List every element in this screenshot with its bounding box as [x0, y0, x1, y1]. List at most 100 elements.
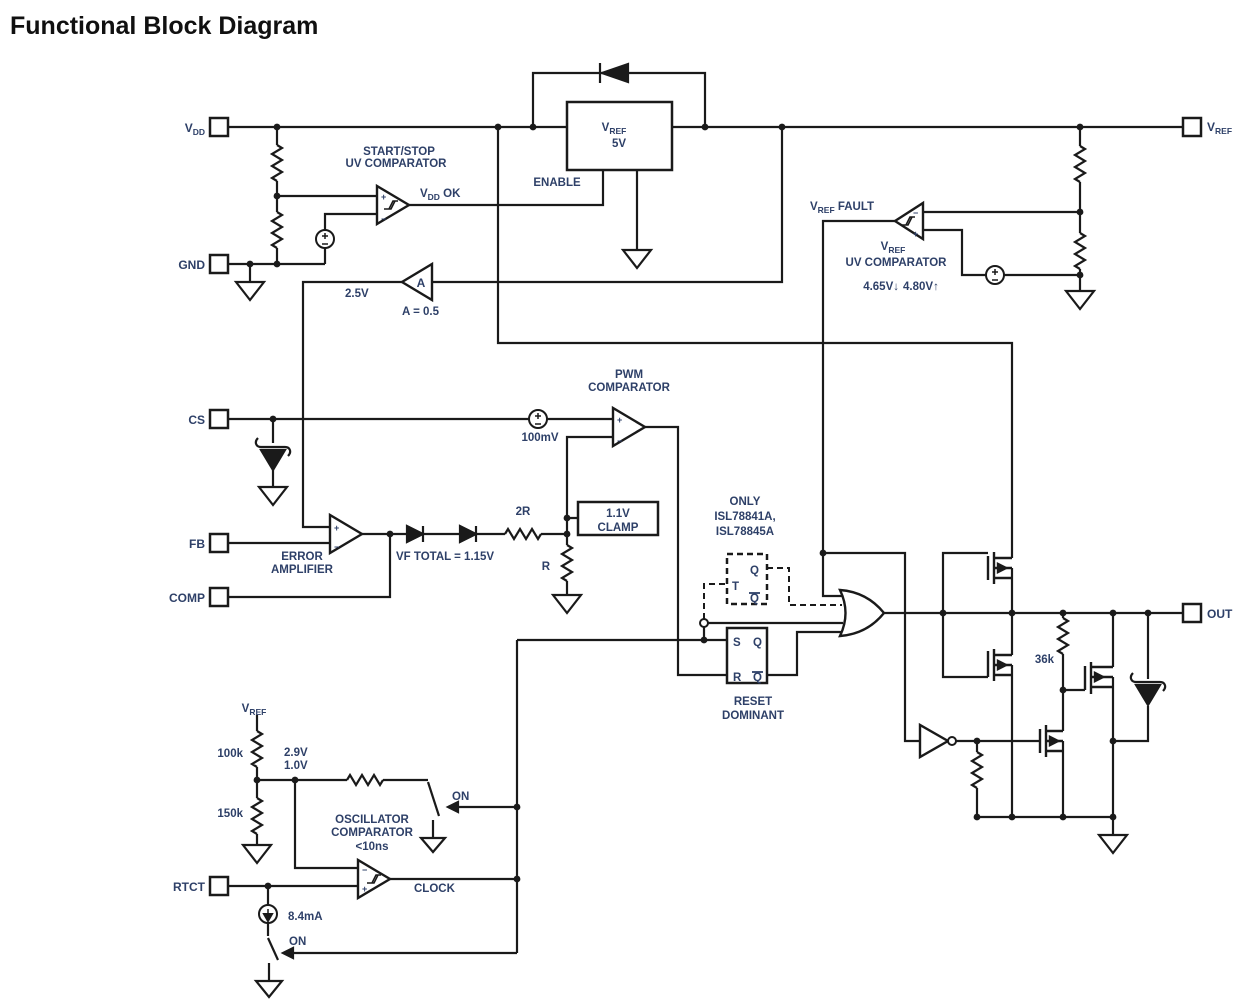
label-5v: 5V	[612, 138, 626, 150]
wire-fault	[821, 219, 920, 743]
wire-2p5v	[301, 280, 402, 529]
label-2r: 2R	[516, 506, 531, 518]
pin-rtct-square	[208, 875, 230, 897]
label-latch-q: Q	[753, 637, 762, 649]
current-source-8p4ma-icon	[258, 904, 278, 924]
resistor-2r	[504, 526, 542, 542]
diodes	[254, 62, 1167, 708]
wire-out-zener	[1113, 613, 1150, 743]
hysteresis-icon	[367, 874, 381, 884]
resistor-150k	[249, 797, 265, 835]
ground-symbols	[233, 248, 1130, 999]
label-tff-qbar: Q	[750, 593, 759, 605]
mosfet-upper-driver	[986, 552, 1012, 584]
diode-top-feedback-icon	[598, 62, 630, 84]
uv-reference-source-icon	[985, 265, 1005, 285]
label-36k: 36k	[1035, 654, 1055, 666]
arrowhead-icon	[280, 946, 295, 960]
resistor-left-divider-bottom	[269, 211, 285, 249]
wire-osc-minus	[293, 780, 358, 870]
wire-comp	[228, 534, 392, 599]
mark-plus: +	[362, 884, 367, 894]
page-title: Functional Block Diagram	[10, 12, 318, 40]
clamp-block	[576, 500, 660, 537]
error-amplifier	[328, 512, 365, 556]
zener-cs-clamp-icon	[254, 437, 292, 473]
arrow-up-icon: ↑	[933, 281, 939, 293]
hysteresis-icon	[901, 216, 915, 226]
plus-minus-source-icon	[315, 229, 335, 249]
label-uv-comparator: UV COMPARATOR	[346, 158, 448, 170]
pin-label-vref: VREF	[1207, 120, 1232, 136]
ground-icon	[1063, 289, 1097, 311]
wire-gnd-rail	[977, 815, 1115, 835]
label-2p5v: 2.5V	[345, 288, 369, 300]
wire-osc-thr	[257, 778, 435, 838]
ground-icon	[256, 485, 290, 507]
resistors	[249, 144, 1088, 835]
pwm-comparator	[611, 405, 648, 449]
label-gain-eq: A = 0.5	[402, 306, 440, 318]
arrowhead-icon	[445, 800, 460, 814]
label-pwm: PWM	[615, 369, 643, 381]
wire-vdd-supply	[496, 127, 1014, 558]
mosfet-lower-driver	[986, 649, 1012, 681]
label-isl78841a: ISL78841A,	[714, 511, 775, 523]
label-isl78845a: ISL78845A	[716, 526, 774, 538]
label-latch-r: R	[733, 672, 742, 684]
label-r: R	[542, 561, 551, 573]
amplifiers	[328, 183, 957, 901]
wire-isrc	[266, 886, 271, 981]
wire-tff-q-or	[767, 567, 842, 606]
pin-label-vdd: VDD	[185, 121, 205, 137]
mark-minus: −	[362, 865, 367, 875]
pin-fb-square	[208, 532, 230, 554]
blocks	[565, 100, 769, 685]
label-error: ERROR	[281, 551, 323, 563]
inverter-bubble-icon	[947, 736, 957, 746]
resistor-gate-pulldown	[969, 751, 985, 789]
pin-label-out: OUT	[1207, 607, 1233, 621]
pin-out-square	[1181, 602, 1203, 624]
label-s: S	[733, 637, 741, 649]
mosfets	[986, 552, 1113, 757]
pin-label-rtct: RTCT	[173, 880, 206, 894]
mark-plus: +	[381, 192, 386, 202]
mark-plus: +	[617, 415, 622, 425]
label-pwm-comparator: COMPARATOR	[588, 382, 670, 394]
clock-invert-bubble-icon	[699, 618, 709, 628]
mark-minus: −	[334, 542, 339, 552]
resistor-36k	[1055, 617, 1071, 655]
pin-comp-square	[208, 586, 230, 608]
vref-uv-comparator	[892, 200, 925, 242]
ground-icon	[1096, 833, 1130, 855]
or-gate	[838, 588, 886, 638]
vref-regulator-block	[565, 100, 674, 172]
label-oscillator: OSCILLATOR	[335, 814, 409, 826]
wire-pwm-out	[645, 425, 727, 677]
label-enable: ENABLE	[533, 177, 581, 189]
label-t: T	[732, 581, 739, 593]
mark-plus: +	[913, 229, 918, 239]
diode-vf1-icon	[405, 524, 426, 544]
qbar-overlines	[749, 592, 763, 673]
switches	[266, 781, 460, 961]
on-switch-oscillator	[426, 781, 441, 817]
pin-squares	[208, 116, 1203, 897]
wire-gate-bus	[941, 551, 988, 679]
pin-vref-square	[1181, 116, 1203, 138]
label-on-1: ON	[452, 791, 469, 803]
dashed-wires	[703, 567, 842, 619]
label-2p9v: 2.9V	[284, 747, 308, 759]
label-osc-comparator: COMPARATOR	[331, 827, 413, 839]
wire-uv2-in	[923, 210, 1080, 277]
wire-ref-source	[323, 212, 377, 264]
mark-minus: −	[381, 214, 386, 224]
pin-label-cs: CS	[188, 413, 205, 427]
label-clamp-1: 1.1V	[606, 508, 630, 520]
mosfet-a	[1038, 725, 1063, 757]
label-vdd-ok: VDD OK	[420, 188, 461, 202]
label-8p4ma: 8.4mA	[288, 911, 323, 923]
label-10ns: <10ns	[356, 841, 389, 853]
